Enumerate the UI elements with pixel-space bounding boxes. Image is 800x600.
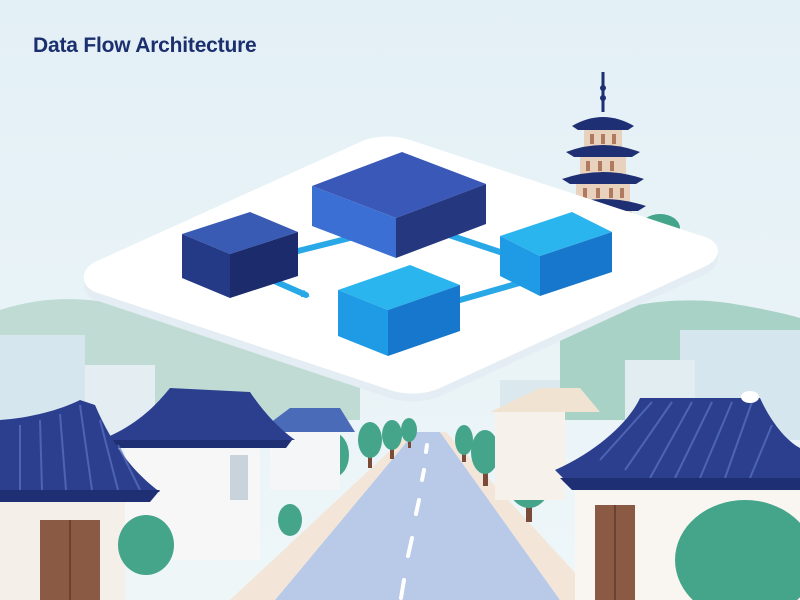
hanok-icon <box>0 388 355 600</box>
sidewalk-left <box>230 432 415 600</box>
lane-markings <box>399 443 429 600</box>
sidewalk-right <box>440 432 600 600</box>
node-1 <box>182 212 298 298</box>
node-3 <box>338 265 460 356</box>
node-4 <box>500 212 612 296</box>
road <box>275 432 560 600</box>
hanok-icon <box>490 388 800 600</box>
node-2 <box>312 152 486 258</box>
page-title: Data Flow Architecture <box>33 34 257 57</box>
